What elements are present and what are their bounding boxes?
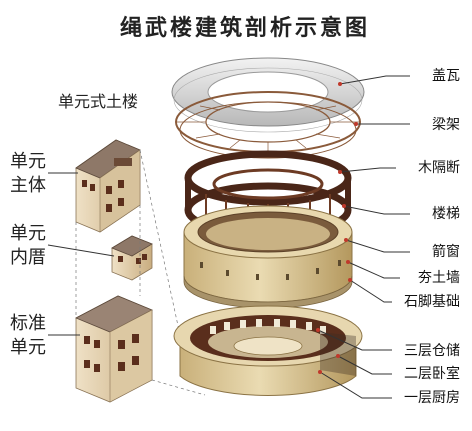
beam-frame-radial xyxy=(176,105,360,152)
label-unit-inner: 单元 内厝 xyxy=(10,223,46,268)
label-standard-unit: 标准 单元 xyxy=(10,313,46,358)
callout-stone-foundation: 石脚基础 xyxy=(404,294,460,310)
label-unit-main: 单元 主体 xyxy=(10,151,46,196)
callout-rammed-earth-wall: 夯土墙 xyxy=(418,270,460,286)
standard-unit-building xyxy=(75,295,153,403)
callout-arrow-window: 箭窗 xyxy=(432,244,460,260)
callout-roof-tile: 盖瓦 xyxy=(432,68,460,84)
left-leader-lines xyxy=(47,172,115,336)
connector-lines xyxy=(75,149,206,396)
left-panel-title: 单元式土楼 xyxy=(58,92,139,111)
ground-floor-cutaway xyxy=(173,305,363,396)
roof-ring xyxy=(171,57,365,133)
right-leader-lines xyxy=(317,75,410,399)
unit-inner-building xyxy=(111,235,153,281)
diagram-title: 绳武楼建筑剖析示意图 xyxy=(120,15,371,41)
callout-second-floor-bedroom: 二层卧室 xyxy=(404,366,460,382)
callout-third-floor-storage: 三层仓储 xyxy=(404,343,460,359)
callout-beam-frame: 梁架 xyxy=(432,117,460,133)
earth-wall-cylinder xyxy=(183,205,353,309)
callout-wood-partition: 木隔断 xyxy=(418,160,460,176)
callout-dots xyxy=(316,82,358,374)
unit-main-building xyxy=(75,139,141,233)
callout-stairs: 楼梯 xyxy=(432,206,460,222)
callout-first-floor-kitchen: 一层厨房 xyxy=(404,390,460,406)
